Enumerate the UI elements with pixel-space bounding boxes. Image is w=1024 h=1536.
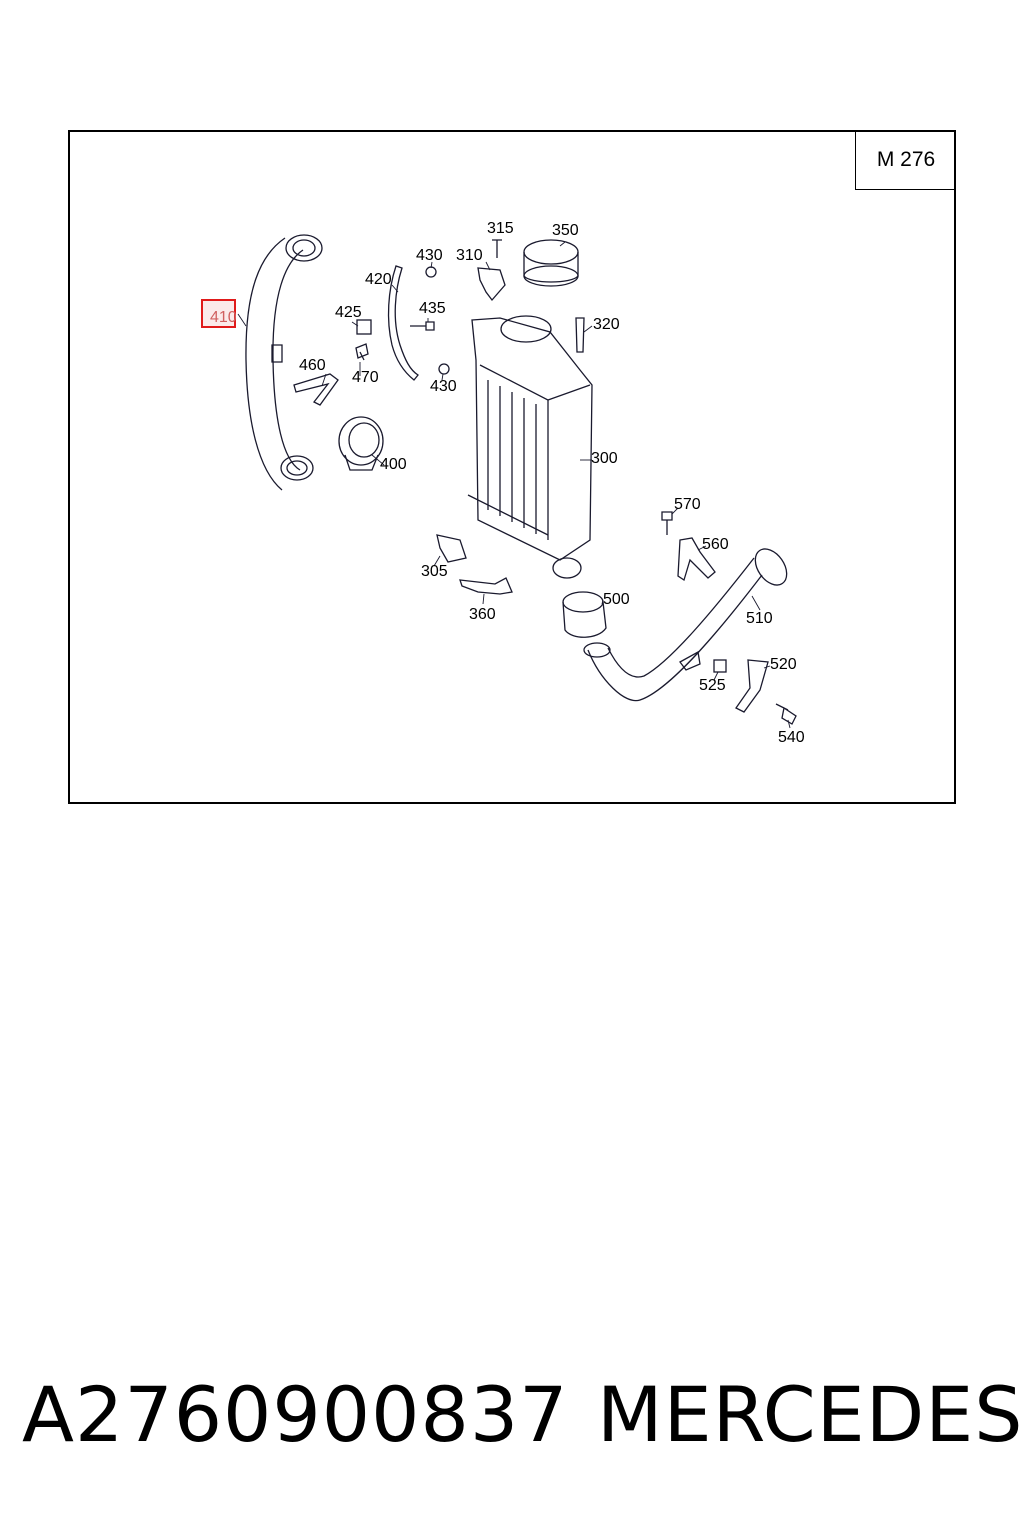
callout-540: 540: [778, 729, 805, 746]
callout-320: 320: [593, 316, 620, 333]
callout-360: 360: [469, 606, 496, 623]
callout-520: 520: [770, 656, 797, 673]
clip-425: [356, 319, 372, 335]
highlighted-part-label[interactable]: 410: [210, 309, 237, 326]
brand-name: MERCEDES: [597, 1370, 1024, 1459]
bolt-470: [355, 343, 369, 361]
callout-525: 525: [699, 677, 726, 694]
bolt-570: [661, 511, 673, 535]
intercooler-300: [467, 315, 593, 579]
charge-air-hose-410: [245, 234, 323, 491]
bracket-520: [735, 659, 769, 713]
callout-350: 350: [552, 222, 579, 239]
engine-code-label: M 276: [855, 130, 956, 190]
bracket-460: [293, 373, 339, 406]
callout-305: 305: [421, 563, 448, 580]
clip-525: [713, 659, 727, 673]
sensor-310: [477, 267, 506, 302]
callout-470: 470: [352, 369, 379, 386]
callout-400: 400: [380, 456, 407, 473]
mount-305: [436, 534, 467, 563]
clamp-400: [338, 416, 384, 471]
callout-430-top: 430: [416, 247, 443, 264]
clamp-350: [523, 239, 579, 287]
bracket-420: [387, 265, 419, 381]
callout-425: 425: [335, 304, 362, 321]
sensor-320: [575, 317, 585, 353]
callout-510: 510: [746, 610, 773, 627]
clamp-500: [562, 591, 607, 638]
bolt-540: [775, 703, 797, 725]
parts-diagram: [237, 234, 797, 729]
nut-430-top: [425, 266, 437, 278]
callout-560: 560: [702, 536, 729, 553]
callout-435: 435: [419, 300, 446, 317]
bolt-315: [492, 239, 502, 258]
footer: A2760900837 MERCEDES: [0, 1370, 1024, 1470]
nut-430-bottom: [438, 363, 450, 375]
bracket-360: [459, 577, 513, 595]
highlighted-part-box[interactable]: [201, 299, 236, 328]
callout-420: 420: [365, 271, 392, 288]
callout-315: 315: [487, 220, 514, 237]
bolt-435: [410, 321, 435, 331]
bracket-560: [677, 537, 716, 582]
callout-570: 570: [674, 496, 701, 513]
diagram-frame: [68, 130, 956, 804]
callout-300: 300: [591, 450, 618, 467]
callout-430-bottom: 430: [430, 378, 457, 395]
callout-310: 310: [456, 247, 483, 264]
callout-460: 460: [299, 357, 326, 374]
charge-air-pipe-510: [583, 548, 788, 702]
callout-500: 500: [603, 591, 630, 608]
part-number: A2760900837: [22, 1370, 569, 1459]
